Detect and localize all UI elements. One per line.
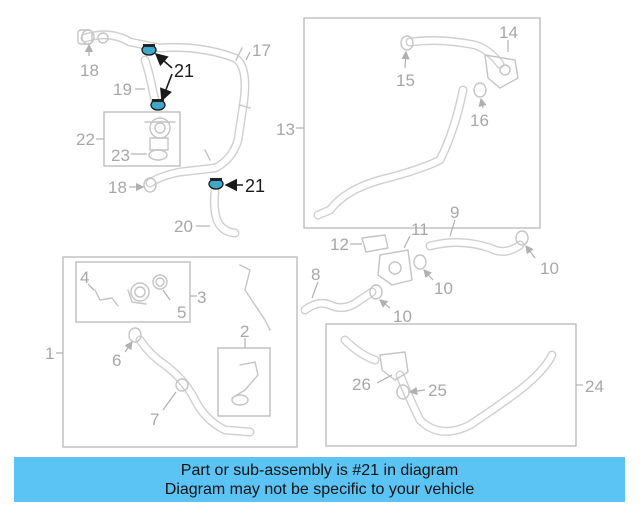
hose-19 (140, 55, 160, 105)
svg-text:12: 12 (330, 235, 349, 254)
svg-text:4: 4 (80, 268, 89, 287)
callout-26: 26 (352, 374, 393, 394)
clamp-21-bottom (208, 178, 224, 190)
svg-text:1: 1 (45, 344, 54, 363)
hose-9 (425, 238, 525, 256)
callout-18-top: 18 (80, 43, 99, 80)
svg-text:11: 11 (411, 220, 429, 239)
clamp-16 (473, 82, 487, 98)
callout-18-bottom: 18 (108, 178, 145, 197)
clamp-10-a (515, 230, 529, 246)
hose-24 (340, 335, 557, 436)
callout-13: 13 (276, 120, 304, 139)
svg-text:25: 25 (428, 381, 447, 400)
svg-text:2: 2 (240, 322, 249, 341)
callout-10-middle: 10 (423, 269, 453, 298)
fitting-3 (127, 282, 150, 305)
svg-text:8: 8 (311, 265, 320, 284)
fitting-14 (484, 54, 519, 89)
hose-8 (300, 287, 377, 315)
fitting-26 (379, 351, 409, 381)
callout-20: 20 (174, 217, 210, 236)
bracket-12 (361, 234, 389, 253)
svg-text:15: 15 (396, 71, 415, 90)
svg-text:10: 10 (393, 307, 412, 326)
callout-21-upper: 21 (154, 52, 194, 102)
callout-3: 3 (190, 288, 206, 307)
thermostat-housing-11 (377, 249, 413, 286)
callout-10-right: 10 (525, 245, 559, 278)
svg-text:16: 16 (470, 111, 489, 130)
svg-text:14: 14 (499, 23, 518, 42)
hose-20 (209, 185, 240, 238)
callout-19: 19 (113, 80, 145, 99)
svg-text:18: 18 (80, 61, 99, 80)
clamp-6 (128, 327, 142, 343)
callout-12: 12 (330, 235, 362, 254)
svg-text:24: 24 (585, 377, 604, 396)
kit-box-3 (75, 261, 191, 323)
clamp-21-top (141, 44, 157, 56)
svg-text:22: 22 (76, 130, 95, 149)
hose-2 (231, 361, 259, 406)
pipe-right (239, 264, 271, 331)
hose-13-upper (405, 36, 505, 69)
callout-8: 8 (311, 265, 320, 299)
o-ring-5 (152, 274, 168, 290)
callout-7: 7 (150, 391, 177, 429)
callout-24: 24 (576, 377, 604, 396)
banner-line-2: Diagram may not be specific to your vehi… (164, 481, 475, 498)
hose-group-box-13 (303, 17, 541, 229)
hose-7 (135, 335, 255, 437)
svg-text:18: 18 (108, 178, 127, 197)
info-banner: Part or sub-assembly is #21 in diagram D… (14, 457, 625, 502)
hose-assembly-box-1 (62, 256, 298, 448)
svg-text:19: 19 (113, 80, 132, 99)
svg-text:26: 26 (352, 375, 371, 394)
svg-text:10: 10 (434, 279, 453, 298)
svg-text:3: 3 (197, 288, 206, 307)
callout-22: 22 (76, 130, 104, 149)
svg-text:23: 23 (111, 146, 130, 165)
callout-9: 9 (449, 203, 459, 237)
pipe-4 (94, 289, 119, 307)
banner-line-1: Part or sub-assembly is #21 in diagram (180, 462, 459, 479)
clamp-10-b (413, 254, 427, 270)
callout-6: 6 (112, 341, 133, 370)
callout-21-lower: 21 (224, 176, 265, 196)
svg-text:10: 10 (540, 259, 559, 278)
electric-water-pump-22 (144, 117, 176, 161)
callout-25: 25 (408, 381, 447, 400)
callout-14: 14 (499, 23, 518, 52)
svg-text:13: 13 (276, 120, 295, 139)
upper-coolant-pipe-17 (77, 29, 251, 188)
svg-text:5: 5 (177, 303, 186, 322)
hose-13-lower (313, 85, 468, 220)
clamp-21-middle (150, 99, 166, 111)
callout-11: 11 (403, 220, 429, 249)
clamp-15 (400, 35, 414, 51)
callout-15: 15 (396, 50, 415, 90)
parts-diagram: 17 18 19 22 23 18 20 13 14 15 16 (45, 17, 604, 448)
callout-10-lower: 10 (379, 299, 412, 326)
svg-text:6: 6 (112, 351, 121, 370)
svg-text:17: 17 (252, 41, 271, 60)
callout-16: 16 (470, 97, 489, 130)
svg-text:7: 7 (150, 410, 159, 429)
callout-1: 1 (45, 344, 63, 363)
callout-23: 23 (111, 146, 147, 165)
svg-text:21: 21 (245, 176, 265, 196)
callout-17: 17 (245, 41, 271, 61)
callout-4: 4 (80, 268, 95, 291)
svg-text:9: 9 (450, 203, 459, 222)
svg-text:20: 20 (174, 217, 193, 236)
svg-text:21: 21 (174, 61, 194, 81)
clamp-10-c (369, 284, 383, 300)
kit-box-2 (217, 347, 271, 417)
callout-2: 2 (240, 322, 249, 348)
callout-5: 5 (162, 289, 186, 322)
